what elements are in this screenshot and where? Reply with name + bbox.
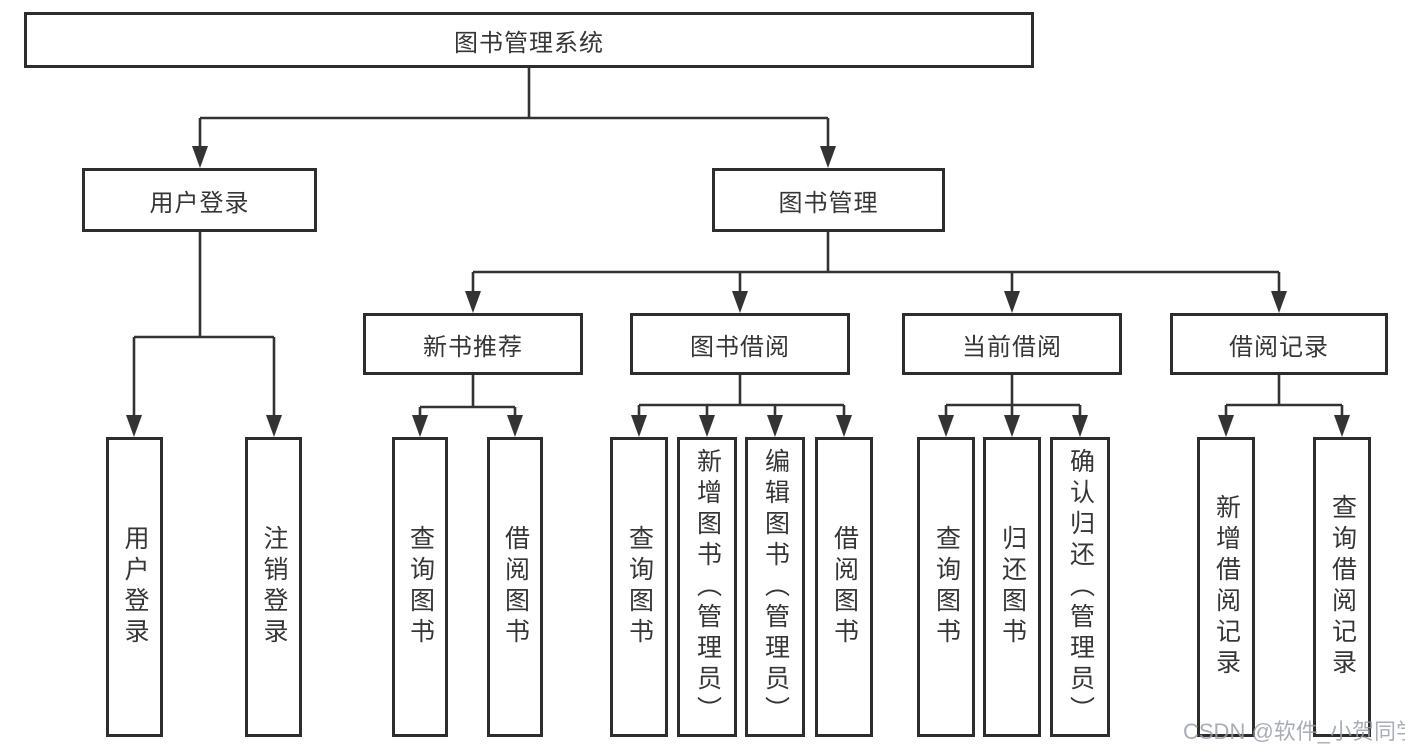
leaf-label: 注销登录 [260,525,288,649]
node-leaf-return-books: 归还图书 [983,437,1041,737]
leaf-label: 查询图书 [932,525,961,649]
node-leaf-confirm-return-admin: 确认归还（管理员） [1050,437,1110,737]
node-new-book-recommend: 新书推荐 [363,313,583,375]
leaf-label: 查询借阅记录 [1328,494,1357,680]
node-leaf-user-login: 用户登录 [106,437,163,737]
leaf-label: 新增图书（管理员） [693,447,722,727]
leaf-label: 确认归还（管理员） [1066,447,1095,727]
node-user-login: 用户登录 [82,168,317,232]
node-leaf-add-book-admin: 新增图书（管理员） [677,437,737,737]
leaf-label: 用户登录 [121,525,149,649]
node-book-borrowing: 图书借阅 [630,313,850,375]
node-leaf-query-books-borrowing: 查询图书 [610,437,668,737]
node-book-management: 图书管理 [712,168,945,232]
node-leaf-add-borrow-record: 新增借阅记录 [1197,437,1255,737]
leaf-label: 借阅图书 [501,525,530,649]
watermark-csdn: CSDN @软件_小贺同学 [1183,719,1405,744]
node-borrowing-records: 借阅记录 [1170,313,1388,375]
node-current-borrowing: 当前借阅 [902,313,1122,375]
leaf-label: 归还图书 [998,525,1027,649]
leaf-label: 查询图书 [625,525,654,649]
leaf-label: 编辑图书（管理员） [761,447,790,727]
leaf-label: 借阅图书 [830,525,859,649]
node-leaf-borrow-books-recommend: 借阅图书 [487,437,543,737]
node-leaf-query-books-current: 查询图书 [917,437,975,737]
node-root-system: 图书管理系统 [24,12,1034,68]
node-leaf-borrow-books-borrowing: 借阅图书 [815,437,873,737]
node-leaf-logout: 注销登录 [245,437,302,737]
node-leaf-query-borrow-record: 查询借阅记录 [1313,437,1371,737]
node-leaf-edit-book-admin: 编辑图书（管理员） [745,437,805,737]
node-leaf-query-books-recommend: 查询图书 [392,437,448,737]
leaf-label: 查询图书 [406,525,435,649]
leaf-label: 新增借阅记录 [1212,494,1241,680]
